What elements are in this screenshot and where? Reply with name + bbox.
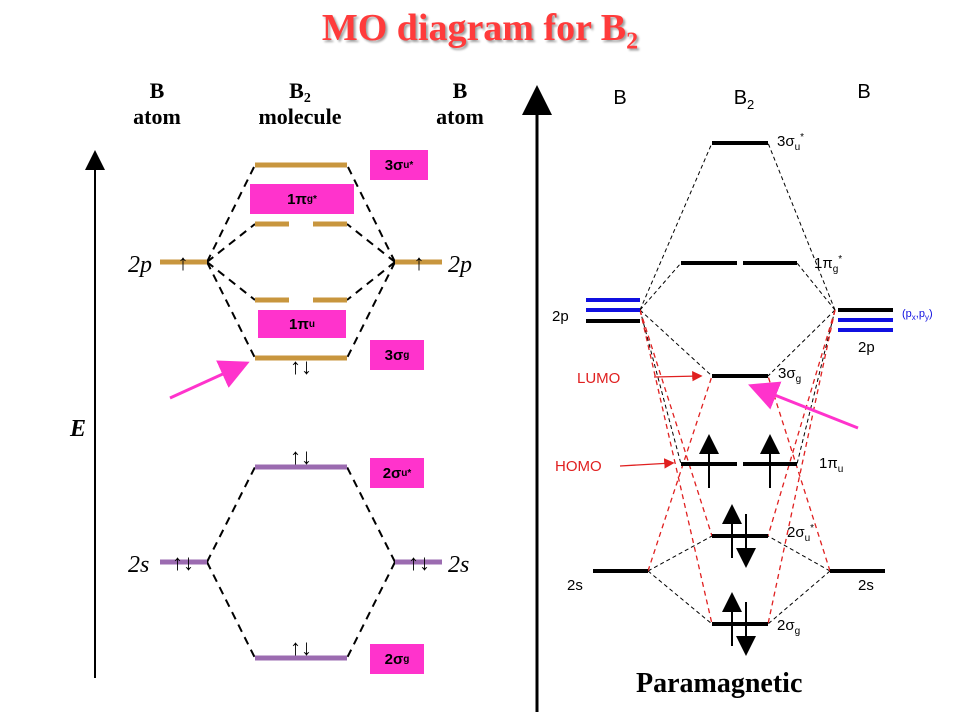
- right-2s-label: 2s: [448, 552, 469, 578]
- paramagnetic-label: Paramagnetic: [636, 668, 803, 699]
- mo-2sigma-u-star-electrons: ↑↓: [290, 444, 312, 469]
- right-left-2s-label: 2s: [567, 577, 583, 594]
- lumo-label: LUMO: [577, 370, 621, 387]
- left-2s-label: 2s: [128, 552, 149, 578]
- right-left-atom-2p-levels: [586, 298, 640, 323]
- label-3sigma-u-star: 3σu*: [777, 132, 805, 153]
- mo-3sigma-g-electrons: ↑↓: [290, 354, 312, 379]
- left-2s-electrons: ↑↓: [172, 550, 194, 575]
- left-panel: B atom B2 molecule B atom E 2p: [69, 78, 484, 678]
- label-3sigma-g: 3σg: [778, 365, 802, 385]
- label-2sigma-g: 2σg: [777, 617, 801, 637]
- right-red-mixing-lines: [639, 309, 836, 625]
- lumo-pointer: [653, 370, 703, 382]
- left-2p-label: 2p: [128, 252, 152, 278]
- energy-axis-label: E: [69, 416, 86, 442]
- pink-pointer-arrow-right: [748, 381, 859, 430]
- right-2s-electrons: ↑↓: [408, 550, 430, 575]
- right-header-atom: atom: [436, 104, 484, 129]
- homo-label: HOMO: [555, 458, 602, 475]
- slide-title: MO diagram for B2: [321, 7, 639, 55]
- right-right-atom-2p-levels: [838, 308, 893, 332]
- right-panel: B B2 B: [522, 81, 933, 712]
- mid-header-b2: B2: [289, 78, 311, 106]
- right-header-b-right: B: [857, 81, 870, 103]
- left-header-b: B: [150, 78, 165, 103]
- right-right-2p-label: 2p: [858, 339, 875, 356]
- label-1pi-g-star: 1πg*: [814, 254, 843, 275]
- pink-pointer-arrow-left: [169, 360, 250, 400]
- left-2s-correlation-lines: [206, 466, 396, 659]
- left-2p-electron: ↑: [178, 250, 189, 275]
- right-header-b: B: [453, 78, 468, 103]
- right-black-correlation-lines: [639, 142, 836, 625]
- mid-header-molecule: molecule: [258, 104, 341, 129]
- left-2p-correlation-lines: [206, 164, 396, 359]
- right-right-2s-label: 2s: [858, 577, 874, 594]
- label-2sigma-u-star: 2σu*: [787, 523, 815, 544]
- homo-pointer: [619, 458, 675, 469]
- mo-2sigma-g-electrons: ↑↓: [290, 635, 312, 660]
- right-2p-label: 2p: [448, 252, 472, 278]
- right-header-b-left: B: [613, 87, 626, 109]
- pxpy-label: (px,py): [902, 308, 933, 322]
- right-electrons: [699, 434, 780, 656]
- right-2p-electron: ↑: [414, 250, 425, 275]
- label-1pi-u: 1πu: [819, 455, 844, 475]
- right-header-b2: B2: [734, 87, 755, 112]
- right-left-2p-label: 2p: [552, 308, 569, 325]
- left-header-atom: atom: [133, 104, 181, 129]
